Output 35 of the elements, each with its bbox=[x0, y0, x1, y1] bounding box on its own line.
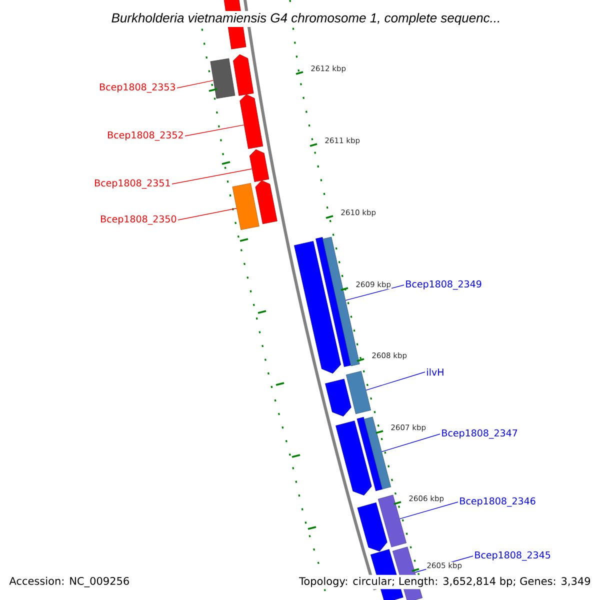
leader-line bbox=[178, 208, 237, 220]
gene-label: Bcep1808_2351 bbox=[95, 179, 170, 189]
gene-block bbox=[249, 149, 270, 182]
gene-block bbox=[210, 58, 236, 99]
gene-block bbox=[378, 494, 406, 548]
leader-line bbox=[399, 502, 458, 520]
gene-label: Bcep1808_2350 bbox=[101, 215, 176, 225]
footer-text: Topology: circular; Length: 3,652,814 bp; Genes: 3,349 bbox=[297, 574, 593, 590]
gene-block bbox=[356, 416, 383, 492]
gene-block bbox=[325, 378, 352, 416]
gene-label: Bcep1808_2353 bbox=[100, 83, 176, 93]
leader-line bbox=[366, 372, 426, 391]
leader-line bbox=[382, 434, 440, 452]
gene-block bbox=[240, 94, 264, 149]
gene-block bbox=[233, 54, 254, 96]
title: Burkholderia vietnamiensis G4 chromosome 1, complete sequenc... bbox=[109, 10, 503, 28]
gene-block bbox=[316, 237, 352, 367]
gene-label: Bcep1808_2347 bbox=[442, 429, 518, 439]
gene-label: Bcep1808_2346 bbox=[460, 497, 536, 507]
leader-line bbox=[172, 168, 252, 184]
gene-block bbox=[364, 416, 392, 490]
gene-block bbox=[232, 183, 260, 230]
gene-block bbox=[255, 180, 278, 224]
leader-line bbox=[345, 284, 404, 301]
leader-line bbox=[184, 124, 244, 136]
gene-block bbox=[346, 370, 372, 414]
gene-block bbox=[357, 502, 388, 552]
gene-block bbox=[336, 420, 372, 496]
gene-block bbox=[294, 241, 341, 374]
gene-label: Bcep1808_2352 bbox=[108, 131, 183, 141]
footer-text: Accession: NC_009256 bbox=[7, 574, 132, 590]
leader-line bbox=[176, 80, 214, 88]
gene-label: Bcep1808_2345 bbox=[475, 551, 550, 561]
gene-label: ilvH bbox=[427, 368, 444, 376]
gene-label: Bcep1808_2349 bbox=[406, 280, 482, 290]
